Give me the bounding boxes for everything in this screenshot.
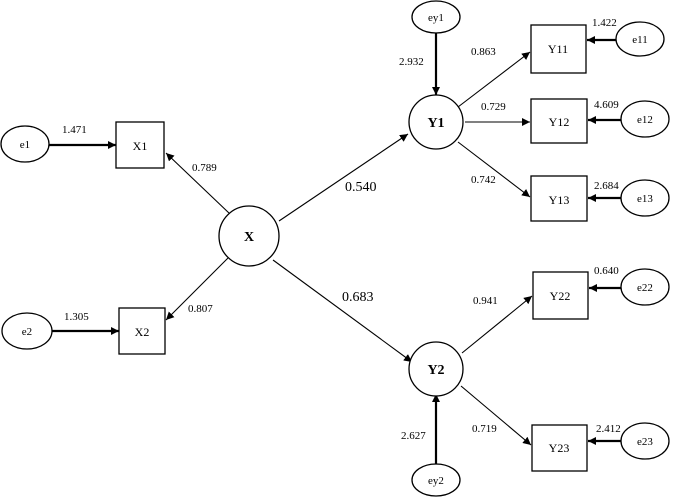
- error-ey2: ey2: [411, 463, 461, 497]
- coef-x-x1: 0.789: [192, 162, 217, 174]
- edge-y1-y11: [457, 51, 531, 108]
- indicator-y12: Y12: [530, 98, 588, 144]
- coef-x-y2: 0.683: [342, 290, 374, 305]
- indicator-x2-label: X2: [135, 325, 150, 339]
- coef-y1-y13: 0.742: [471, 174, 496, 186]
- error-e12: e12: [620, 100, 670, 138]
- edge-x-x2: [165, 257, 229, 321]
- edge-x-y2: [272, 259, 413, 363]
- coef-x-y1: 0.540: [345, 180, 377, 195]
- coef-ey2-y2: 2.627: [401, 430, 426, 442]
- edge-x-y1: [278, 133, 409, 222]
- indicator-y11-label: Y11: [548, 42, 568, 56]
- edge-y2-y23: [460, 385, 532, 446]
- latent-y2: Y2: [408, 341, 464, 397]
- indicator-y23-label: Y23: [549, 441, 570, 455]
- error-e23-label: e23: [637, 436, 653, 448]
- latent-y1-label: Y1: [427, 116, 444, 131]
- edge-y1-y13: [457, 141, 531, 198]
- error-e1-label: e1: [20, 139, 30, 151]
- latent-x-label: X: [244, 230, 254, 245]
- coef-x-x2: 0.807: [188, 303, 213, 315]
- coef-y1-y11: 0.863: [471, 46, 496, 58]
- latent-x: X: [218, 205, 280, 267]
- indicator-y23: Y23: [531, 424, 588, 472]
- indicator-y13: Y13: [530, 175, 588, 222]
- error-e2: e2: [1, 312, 53, 350]
- indicator-y12-label: Y12: [549, 115, 570, 129]
- coef-ey1-y1: 2.932: [399, 56, 424, 68]
- error-e13: e13: [620, 179, 670, 217]
- coef-e2-x2: 1.305: [64, 311, 89, 323]
- error-e2-label: e2: [22, 326, 32, 338]
- edge-x-x1: [165, 152, 231, 215]
- indicator-x1: X1: [115, 121, 165, 169]
- edge-y2-y22: [461, 295, 533, 354]
- indicator-y22-label: Y22: [550, 289, 571, 303]
- latent-y2-label: Y2: [427, 363, 444, 378]
- coef-e22-y22: 0.640: [594, 265, 619, 277]
- latent-y1: Y1: [408, 94, 464, 150]
- error-e1: e1: [0, 125, 50, 163]
- indicator-y22: Y22: [532, 271, 589, 320]
- error-e11-label: e11: [632, 34, 647, 46]
- coef-y2-y23: 0.719: [472, 423, 497, 435]
- error-ey2-label: ey2: [428, 475, 444, 487]
- coef-y2-y22: 0.941: [473, 295, 498, 307]
- indicator-y11: Y11: [530, 24, 587, 74]
- error-e11: e11: [615, 21, 665, 57]
- coef-e13-y13: 2.684: [594, 180, 619, 192]
- error-e22: e22: [620, 268, 670, 306]
- coef-e12-y12: 4.609: [594, 99, 619, 111]
- error-e23: e23: [620, 422, 670, 460]
- error-e12-label: e12: [637, 114, 653, 126]
- error-ey1-label: ey1: [428, 12, 444, 24]
- indicator-x2: X2: [118, 307, 166, 355]
- error-e13-label: e13: [637, 193, 653, 205]
- indicator-y13-label: Y13: [549, 193, 570, 207]
- indicator-x1-label: X1: [133, 139, 148, 153]
- error-e22-label: e22: [637, 282, 653, 294]
- coef-y1-y12: 0.729: [481, 101, 506, 113]
- coef-e23-y23: 2.412: [596, 423, 621, 435]
- coef-e1-x1: 1.471: [62, 124, 87, 136]
- error-ey1: ey1: [411, 0, 461, 34]
- coef-e11-y11: 1.422: [592, 17, 617, 29]
